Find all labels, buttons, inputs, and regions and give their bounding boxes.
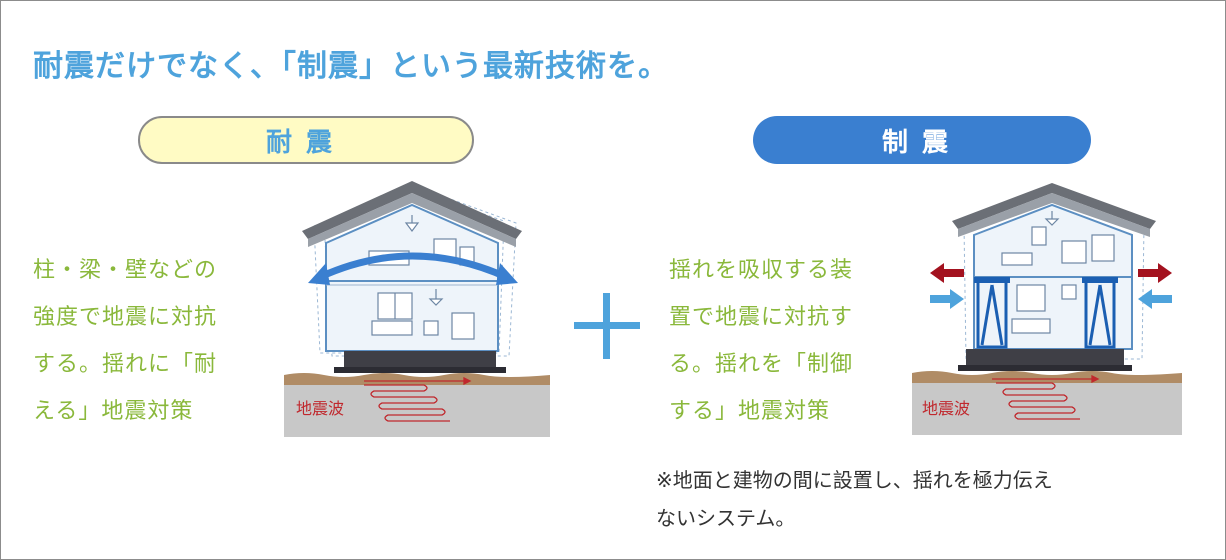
plus-icon: [574, 293, 640, 359]
seishin-description-line: する」地震対策: [669, 399, 831, 424]
seishin-description-line: 置で地震に対抗す: [669, 305, 854, 330]
red-right-arrow-icon: [1138, 263, 1172, 283]
taishin-description: 柱・梁・壁などの 強度で地震に対抗 する。揺れに「耐 える」地震対策: [33, 247, 217, 435]
footnote-line: ないシステム。: [656, 506, 796, 530]
seishin-house-illustration: 地震波: [912, 183, 1182, 435]
taishin-house-illustration: 地震波: [284, 181, 550, 437]
seishin-label-text: 制震: [881, 127, 962, 158]
footnote-line: ※地面と建物の間に設置し、揺れを極力伝え: [656, 468, 1053, 492]
taishin-wave-label: 地震波: [296, 399, 344, 418]
seishin-wave-label: 地震波: [922, 399, 970, 418]
seishin-label: 制震: [753, 116, 1091, 164]
blue-right-arrow-icon: [930, 289, 964, 309]
taishin-description-line: える」地震対策: [33, 399, 194, 424]
page-title: 耐震だけでなく、「制震」という最新技術を。: [33, 49, 669, 84]
seishin-description-line: る。揺れを「制御: [669, 352, 854, 377]
seishin-description-line: 揺れを吸収する装: [669, 258, 854, 283]
seismic-wave-icon: [364, 376, 472, 422]
red-left-arrow-icon: [930, 263, 964, 283]
taishin-label: 耐震: [138, 116, 474, 164]
seismic-wave-icon: [992, 374, 1100, 420]
taishin-description-line: する。揺れに「耐: [33, 352, 218, 377]
taishin-description-line: 柱・梁・壁などの: [33, 258, 218, 283]
blue-left-arrow-icon: [1138, 289, 1172, 309]
double-headed-sway-arrow-icon: [308, 252, 518, 285]
seishin-description: 揺れを吸収する装 置で地震に対抗す る。揺れを「制御 する」地震対策: [669, 247, 853, 435]
taishin-description-line: 強度で地震に対抗: [33, 305, 218, 330]
footnote: ※地面と建物の間に設置し、揺れを極力伝え ないシステム。: [656, 461, 1053, 537]
taishin-label-text: 耐震: [265, 127, 346, 158]
